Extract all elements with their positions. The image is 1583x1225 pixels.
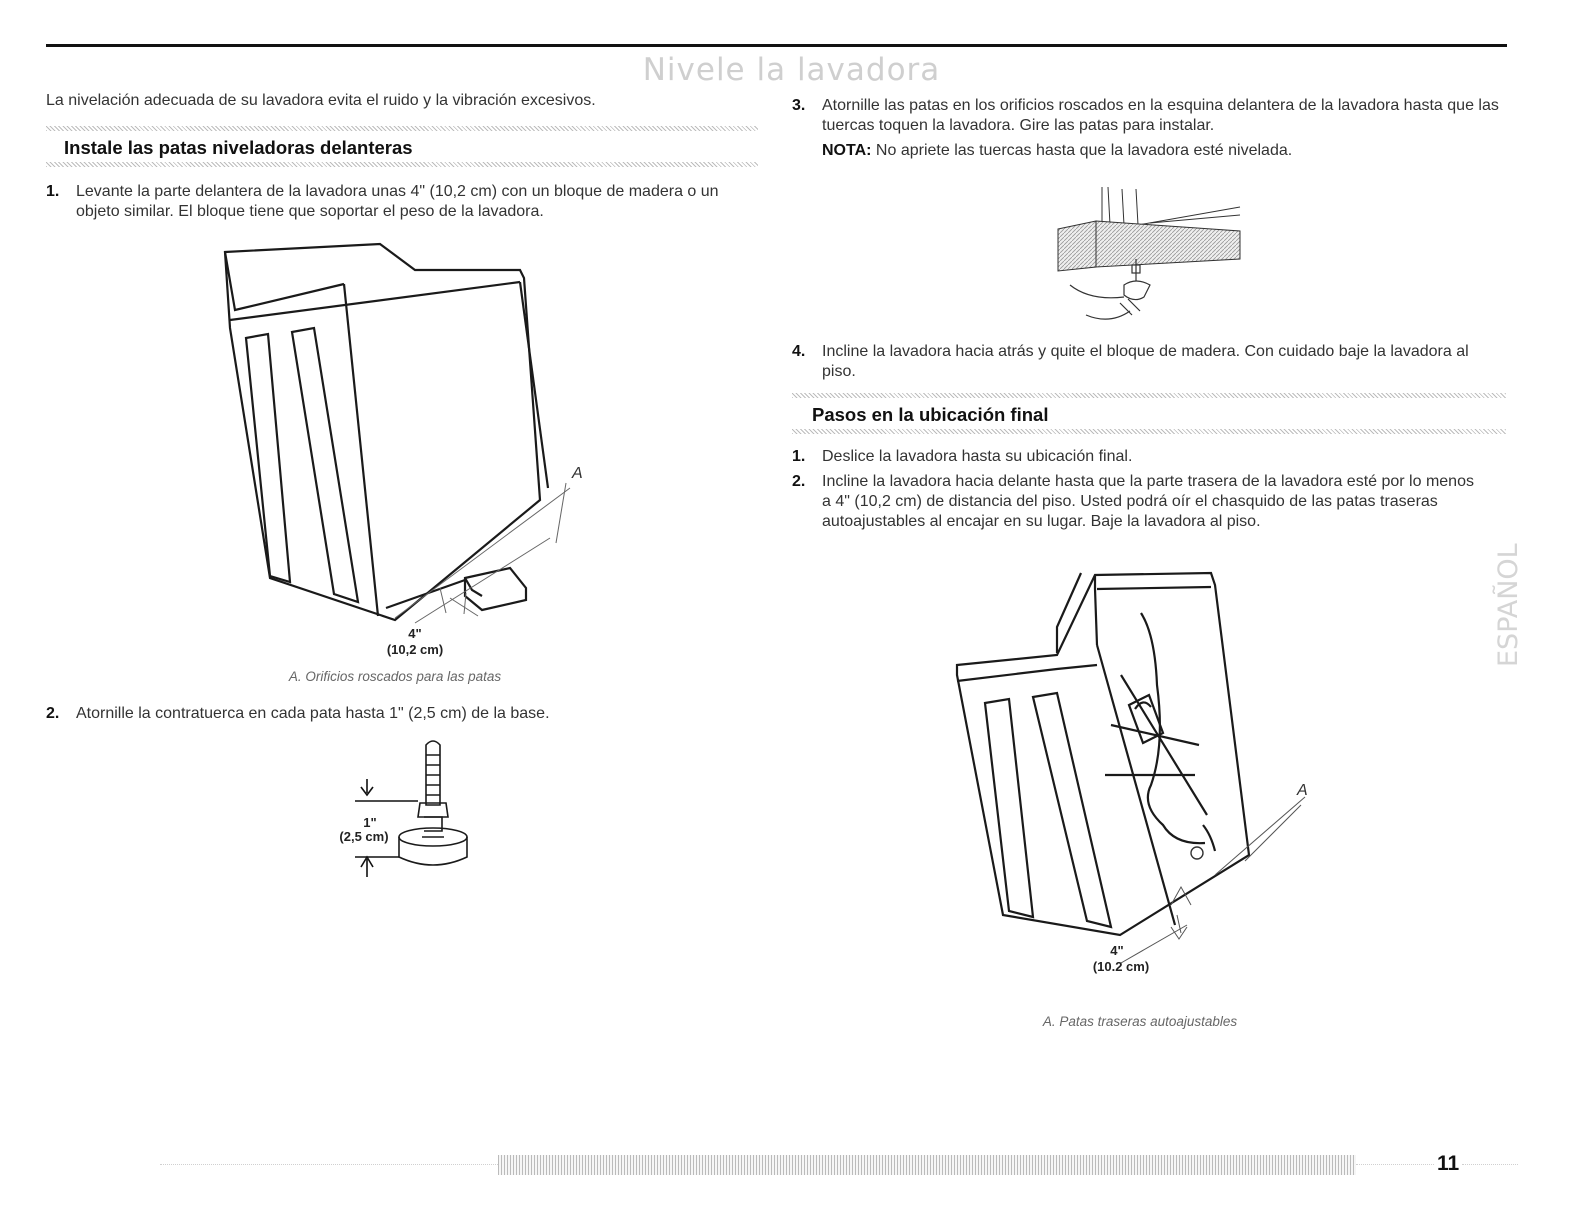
washer-tilted-forward-illustration: A 4" (10.2 cm) [955,571,1308,974]
step-number: 4. [792,343,806,360]
section-heading-front-legs: Instale las patas niveladoras delanteras [64,137,413,158]
section-heading-final-location: Pasos en la ubicación final [812,404,1049,425]
dimension-cm: (10,2 cm) [387,642,443,657]
top-rule [46,44,1507,47]
step-text: Incline la lavadora hacia atrás y quite … [822,343,1469,380]
callout-a: A [1296,782,1308,799]
step-text: Incline la lavadora hacia delante hasta … [822,473,1474,530]
figure-caption-rear-legs: A. Patas traseras autoajustables [1042,1014,1238,1029]
step-text: Deslice la lavadora hasta su ubicación f… [822,448,1133,465]
footer-bar [498,1155,1356,1175]
section-rule-top [792,393,1506,398]
page-title: Nivele la lavadora [642,52,941,88]
step-text: Levante la parte delantera de la lavador… [76,183,719,220]
step-number: 2. [46,705,60,722]
dimension-inches: 4" [1110,943,1123,958]
section-rule-bottom [792,429,1506,434]
note: NOTA: No apriete las tuercas hasta que l… [822,142,1292,160]
page-number: 11 [1437,1152,1460,1175]
intro-text: La nivelación adecuada de su lavadora ev… [46,92,596,109]
note-label: NOTA: [822,142,872,159]
dimension-inches: 4" [408,626,421,641]
step-number: 1. [46,183,60,200]
installing-leg-illustration [1057,186,1241,320]
washer-tilted-on-block-illustration: A 4" (10,2 cm) [223,242,583,657]
step-text: Atornille la contratuerca en cada pata h… [76,705,550,722]
dimension-cm: (10.2 cm) [1093,959,1149,974]
footer-dots-mid [1356,1164,1434,1166]
section-rule-bottom [46,162,758,167]
footer-dots-right [1462,1164,1518,1166]
dimension-cm: (2,5 cm) [339,829,388,844]
step-text: Atornille las patas en los orificios ros… [822,97,1499,134]
language-side-label: ESPAÑOL [1493,543,1524,667]
step-number: 3. [792,97,806,114]
footer-dots-left [160,1164,498,1166]
step-number: 1. [792,448,806,465]
callout-a: A [571,465,583,482]
step-number: 2. [792,473,806,490]
section-rule-top [46,126,758,131]
leveling-leg-illustration: 1" (2,5 cm) [339,740,468,877]
dimension-inches: 1" [363,815,376,830]
figure-caption-threaded-holes: A. Orificios roscados para las patas [288,669,502,684]
note-text: No apriete las tuercas hasta que la lava… [875,142,1293,159]
